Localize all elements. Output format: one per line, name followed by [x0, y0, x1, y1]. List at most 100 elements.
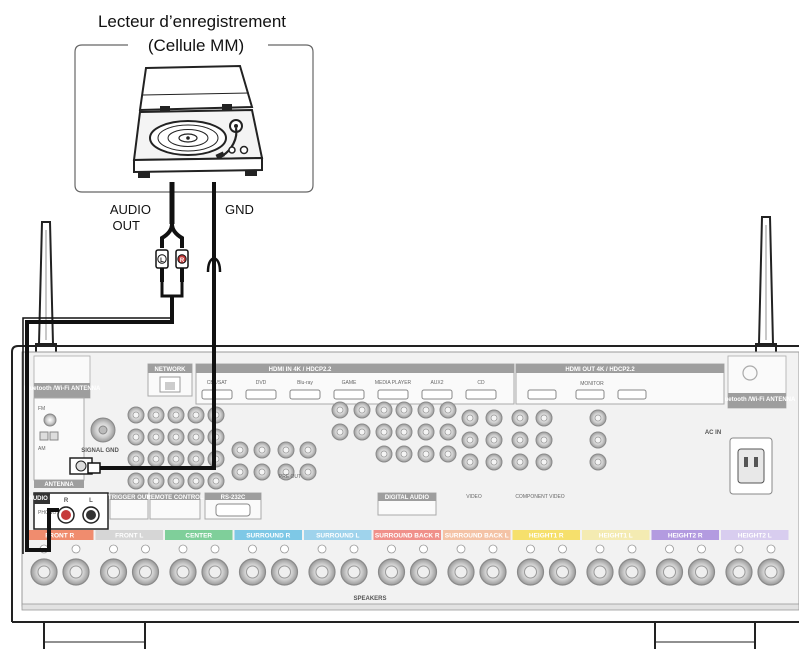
hdmi-out-port-2[interactable] [576, 390, 604, 399]
rca-jack-center [193, 434, 199, 440]
speaker-terminal-core [418, 566, 430, 578]
antenna-left [36, 222, 56, 374]
rca-jack-center [359, 429, 365, 435]
hdmi-in-port[interactable] [202, 390, 232, 399]
ac-in-socket[interactable] [738, 449, 764, 483]
speaker-terminal-indicator [457, 545, 465, 553]
rca-jack-center [283, 447, 289, 453]
speaker-terminal-core [108, 566, 120, 578]
antenna-label: ANTENNA [44, 482, 74, 488]
fm-label: FM [38, 406, 45, 412]
speaker-group-label: HEIGHT1 L [599, 533, 633, 540]
rca-jack-center [337, 407, 343, 413]
phono-input: AUDIO IN PHONO R L [29, 493, 109, 529]
hdmi-in-port[interactable] [422, 390, 452, 399]
hdmi-in-port[interactable] [334, 390, 364, 399]
fm-jack[interactable] [44, 414, 56, 426]
speaker-terminal-core [696, 566, 708, 578]
speaker-terminal-indicator [666, 545, 674, 553]
network-label: NETWORK [155, 367, 187, 373]
speaker-terminal-core [594, 566, 606, 578]
rca-jack-center [423, 407, 429, 413]
rs232c-port[interactable] [216, 504, 250, 516]
hdmi-source-label: Blu-ray [297, 380, 313, 386]
hdmi-source-label: GAME [342, 380, 357, 386]
hdmi-in-port[interactable] [466, 390, 496, 399]
speaker-terminal-core [177, 566, 189, 578]
ac-in-label: AC IN [705, 430, 721, 436]
hdmi-source-label: DVD [256, 380, 267, 386]
rca-jack-center [305, 469, 311, 475]
speaker-terminal-indicator [110, 545, 118, 553]
rca-jack-center [193, 456, 199, 462]
speaker-terminal-core [38, 566, 50, 578]
rca-jack-center [491, 459, 497, 465]
speaker-group-label: SURROUND BACK L [445, 533, 509, 540]
speaker-terminal-indicator [767, 545, 775, 553]
rca-jack-center [173, 412, 179, 418]
speaker-terminal-indicator [388, 545, 396, 553]
rca-jack-center [445, 429, 451, 435]
signal-gnd-label: SIGNAL GND [81, 448, 119, 454]
device-title-line1: Lecteur d’enregistrement [98, 12, 286, 31]
speaker-terminal-indicator [179, 545, 187, 553]
speaker-terminal-core [664, 566, 676, 578]
remote-control-label: REMOTE CONTROL [147, 495, 204, 501]
speaker-terminal-core [487, 566, 499, 578]
speaker-terminal-core [557, 566, 569, 578]
rca-jack-center [237, 447, 243, 453]
speaker-terminal-core [733, 566, 745, 578]
rca-jack-center [259, 469, 265, 475]
rca-jack-center [133, 456, 139, 462]
rca-jack-center [193, 412, 199, 418]
video-label: VIDEO [466, 494, 482, 500]
hdmi-in-port[interactable] [290, 390, 320, 399]
gnd-label: GND [225, 202, 254, 217]
rca-jack-center [467, 437, 473, 443]
rca-jack-center [595, 415, 601, 421]
component-video-label: COMPONENT VIDEO [515, 494, 564, 500]
speaker-terminal-indicator [350, 545, 358, 553]
rca-jack-center [517, 437, 523, 443]
network-port[interactable]: NETWORK [148, 364, 192, 396]
rca-jack-center [445, 407, 451, 413]
rca-jack-center [423, 429, 429, 435]
rca-jack-center [153, 434, 159, 440]
device-title-line2: (Cellule MM) [148, 36, 244, 55]
hdmi-in-port[interactable] [246, 390, 276, 399]
speaker-terminal-indicator [698, 545, 706, 553]
rca-jack-center [237, 469, 243, 475]
rca-jack-center [423, 451, 429, 457]
speaker-terminal-indicator [489, 545, 497, 553]
plug-r-letter: R [180, 258, 185, 264]
rca-jack-center [213, 478, 219, 484]
speaker-group-label: SURROUND L [316, 533, 359, 540]
hdmi-out-port-3[interactable] [618, 390, 646, 399]
hdmi-out-port-1[interactable] [528, 390, 556, 399]
speaker-terminal-core [279, 566, 291, 578]
phono-l-label: L [89, 498, 93, 504]
rca-jack-center [401, 451, 407, 457]
bt-label-left: Bluetooth /Wi-Fi ANTENNA [24, 386, 101, 392]
speaker-terminal-core [316, 566, 328, 578]
speaker-group-label: HEIGHT1 R [529, 533, 564, 540]
bt-panel-right: Bluetooth /Wi-Fi ANTENNA [719, 356, 796, 408]
speaker-terminal-core [455, 566, 467, 578]
hdmi-in-port[interactable] [378, 390, 408, 399]
rca-jack-center [133, 412, 139, 418]
hdmi-in-label: HDMI IN 4K / HDCP2.2 [269, 367, 332, 373]
rca-jack-center [401, 429, 407, 435]
speaker-terminal-core [348, 566, 360, 578]
rca-jack-center [337, 429, 343, 435]
trigger-out-label: TRIGGER OUT [108, 495, 150, 501]
audio-out-label-line2: OUT [113, 218, 141, 233]
speaker-terminal-indicator [527, 545, 535, 553]
speaker-terminal-indicator [142, 545, 150, 553]
hdmi-source-label: CBL/SAT [207, 380, 227, 386]
rca-jack-center [173, 478, 179, 484]
speaker-terminal-indicator [72, 545, 80, 553]
rca-jack-center [401, 407, 407, 413]
speaker-group-label: SURROUND R [246, 533, 290, 540]
rca-jack-center [517, 459, 523, 465]
